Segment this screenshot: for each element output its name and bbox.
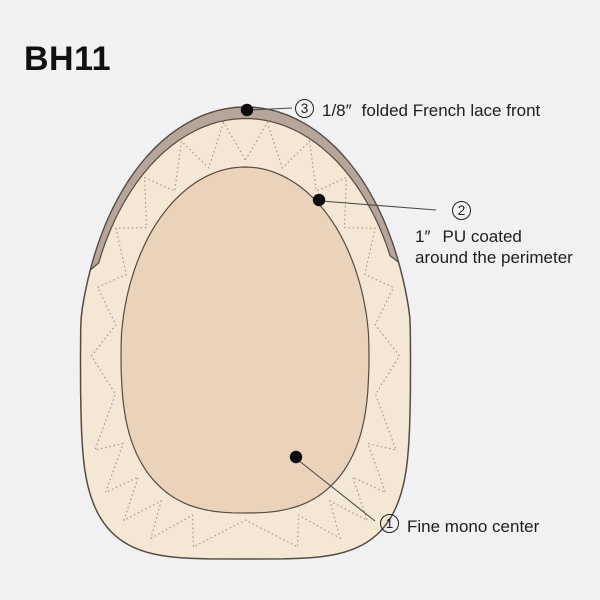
lace-front-strip bbox=[89, 106, 400, 272]
callout-label-3: 1/8″ folded French lace front bbox=[322, 101, 540, 121]
stitch-zigzag bbox=[90, 121, 401, 548]
callout-label-2-line1: 1″ PU coated bbox=[415, 226, 573, 247]
mono-center-area bbox=[120, 166, 370, 514]
callout-label-2-line2: around the perimeter bbox=[415, 248, 573, 267]
callout-dot-1 bbox=[289, 450, 303, 464]
leader-line-2 bbox=[320, 200, 437, 211]
callout-dot-3 bbox=[240, 103, 254, 117]
circled-number-3: 3 bbox=[295, 99, 314, 118]
callout-label-1: Fine mono center bbox=[407, 517, 540, 536]
callout-label-2: 1″ PU coated around the perimeter bbox=[415, 226, 573, 268]
callout-number-1: 1 bbox=[385, 515, 394, 531]
measurement-3: 1/8″ bbox=[322, 101, 352, 120]
leader-line-1 bbox=[297, 459, 376, 522]
measurement-2: 1″ bbox=[415, 227, 431, 246]
page-title: BH11 bbox=[24, 40, 112, 78]
circled-number-1: 1 bbox=[380, 514, 399, 533]
label-text-2: PU coated bbox=[442, 227, 522, 246]
callout-number-2: 2 bbox=[457, 202, 466, 218]
circled-number-2: 2 bbox=[452, 201, 471, 220]
label-text-3: folded French lace front bbox=[361, 101, 541, 120]
callout-number-3: 3 bbox=[300, 100, 309, 116]
callout-dot-2 bbox=[312, 193, 326, 207]
leader-line-3 bbox=[249, 107, 293, 111]
